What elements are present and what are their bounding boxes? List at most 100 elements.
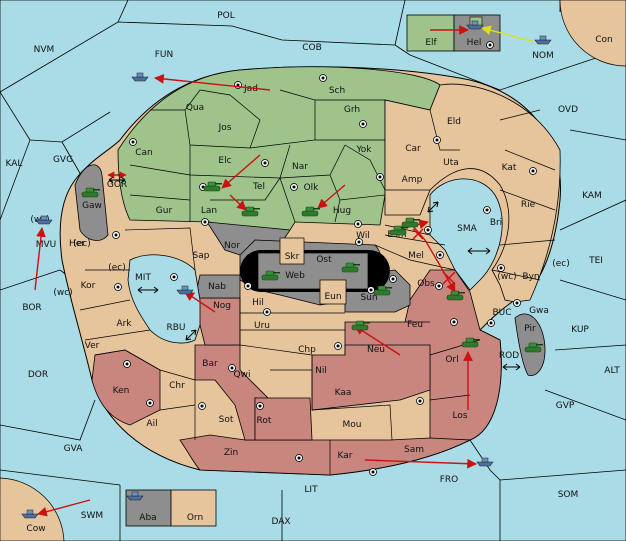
- double-arrow-icon: [502, 363, 521, 371]
- supply-center-icon: [112, 231, 120, 239]
- province-label-cow: Cow: [26, 524, 45, 534]
- gaw-island: [74, 164, 109, 241]
- province-label-kaa: Kaa: [335, 388, 352, 398]
- supply-center-icon: [497, 264, 505, 272]
- province-label-dor: DOR: [28, 370, 48, 380]
- skr-box: [279, 237, 305, 265]
- supply-center-icon: [389, 275, 397, 283]
- province-label-lit: LIT: [304, 485, 318, 495]
- province-label-rbu: RBU: [166, 323, 185, 333]
- province-label-byn: Byn: [522, 272, 539, 282]
- province-label-web: Web: [285, 271, 305, 281]
- province-label-ver: Ver: [85, 341, 100, 351]
- province-label-ovd: OVD: [558, 105, 578, 115]
- supply-center-icon: [355, 238, 363, 246]
- supply-center-icon: [529, 167, 537, 175]
- supply-center-icon: [369, 468, 377, 476]
- province-label-tei: TEI: [588, 256, 603, 266]
- move-arrow: [37, 499, 91, 517]
- mit-sea: [127, 254, 201, 344]
- province-label-qua: Qua: [186, 103, 204, 113]
- province-label-feu: Feu: [407, 320, 423, 330]
- supply-centers-layer: [112, 41, 537, 476]
- province-label-olk: Olk: [304, 183, 320, 193]
- supply-center-icon: [367, 286, 375, 294]
- move-arrow: [184, 291, 216, 313]
- x-mark-icon: [442, 271, 456, 285]
- province-label-yok: Yok: [355, 145, 372, 155]
- province-label-kat: Kat: [502, 163, 517, 173]
- province-label-jad: Jad: [243, 84, 258, 94]
- province-label-kam: KAM: [582, 191, 602, 201]
- supply-center-icon: [290, 183, 298, 191]
- supply-center-icon: [228, 364, 236, 372]
- x-mark-icon: [412, 228, 424, 240]
- province-label-mou: Mou: [343, 420, 362, 430]
- province-label-amp: Amp: [402, 175, 423, 185]
- province-label-gaw: Gaw: [82, 201, 102, 211]
- supply-center-icon: [123, 360, 131, 368]
- supply-center-icon: [201, 218, 209, 226]
- province-label-alt: ALT: [604, 366, 620, 376]
- supply-center-icon: [354, 220, 362, 228]
- province-label-obs: Obs: [417, 279, 435, 289]
- province-label-elf: Elf: [425, 38, 437, 48]
- province-label-gva: GVA: [64, 444, 84, 454]
- province-label-dax: DAX: [271, 517, 290, 527]
- double-arrow-icon: [137, 286, 159, 294]
- supply-center-icon: [486, 41, 494, 49]
- supply-center-icon: [146, 399, 154, 407]
- province-label-gvp: GVP: [556, 401, 575, 411]
- province-label-bor: BOR: [22, 303, 41, 313]
- province-label-nog: Nog: [213, 301, 231, 311]
- supply-center-icon: [295, 454, 303, 462]
- province-label-grh: Grh: [344, 105, 360, 115]
- province-label-jos: Jos: [218, 123, 232, 133]
- province-label-sam: Sam: [404, 445, 424, 455]
- province-label-gvg: GVG: [53, 155, 73, 165]
- elf-box: [406, 14, 455, 52]
- province-label-bri: Bri: [490, 218, 502, 228]
- province-label-nom: NOM: [532, 51, 554, 61]
- province-label-sun: Sun: [360, 293, 377, 303]
- support-arrow: [481, 25, 536, 43]
- province-label-nab: Nab: [208, 282, 226, 292]
- province-label-mvu: MVU: [36, 240, 57, 250]
- move-arrow: [364, 458, 477, 469]
- province-label-hel: Hel: [467, 38, 482, 48]
- double-arrow-icon: [108, 176, 126, 184]
- province-label-pir: Pir: [524, 324, 536, 334]
- green-region: [117, 66, 441, 231]
- province-label-nor: Nor: [224, 241, 240, 251]
- province-label-chr: Chr: [169, 381, 185, 391]
- con-land: [559, 0, 626, 67]
- province-label-ec: (ec): [552, 259, 570, 269]
- supply-center-icon: [170, 273, 178, 281]
- supply-center-icon: [359, 120, 367, 128]
- province-label-bar: Bar: [202, 359, 218, 369]
- supply-center-icon: [319, 74, 327, 82]
- supply-center-icon: [483, 206, 491, 214]
- province-label-skr: Skr: [285, 252, 300, 262]
- supply-center-icon: [261, 159, 269, 167]
- province-label-fro: FRO: [440, 475, 459, 485]
- province-label-lan: Lan: [201, 206, 217, 216]
- province-label-swm: SWM: [81, 511, 103, 521]
- orn-box: [170, 489, 217, 527]
- supply-center-icon: [114, 283, 122, 291]
- province-label-uta: Uta: [443, 158, 459, 168]
- province-label-kup: KUP: [571, 325, 589, 335]
- province-label-zin: Zin: [224, 448, 238, 458]
- move-arrow: [317, 184, 346, 209]
- province-label-orn: Orn: [187, 513, 203, 523]
- province-label-ken: Ken: [113, 386, 130, 396]
- move-arrow: [154, 74, 271, 91]
- double-arrow-icon: [427, 201, 439, 213]
- move-arrow: [229, 194, 247, 211]
- province-label-sot: Sot: [219, 415, 234, 425]
- province-label-neu: Neu: [367, 345, 385, 355]
- province-label-gwa: Gwa: [529, 306, 549, 316]
- cow-land: [0, 477, 65, 541]
- province-label-nar: Nar: [292, 162, 308, 172]
